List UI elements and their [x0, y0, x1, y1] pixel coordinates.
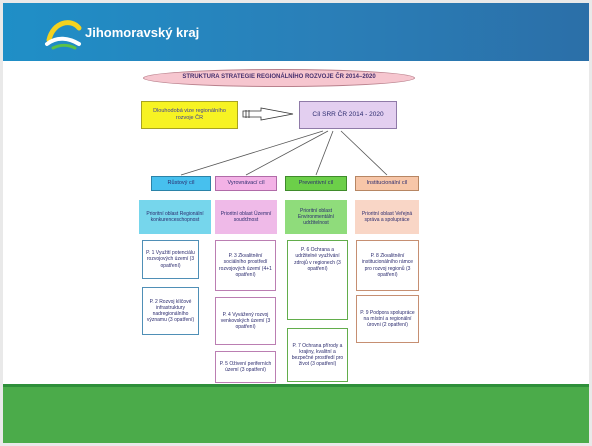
priority-3: P. 3 Zkvalitnění sociálního prostředí ro…: [215, 240, 276, 291]
goal-balance: Vyrovnávací cíl: [215, 176, 277, 191]
vision-box: Dlouhodobá vize regionálního rozvoje ČR: [141, 101, 238, 129]
priority-6: P. 6 Ochrana a udržitelné využívání zdro…: [287, 240, 348, 320]
header-title: Jihomoravský kraj: [85, 25, 200, 40]
priority-5: P. 5 Oživení periferních území (3 opatře…: [215, 351, 276, 383]
priority-9: P. 9 Podpora spolupráce na místní a regi…: [356, 295, 419, 343]
goal-institutional: Institucionální cíl: [355, 176, 419, 191]
main-goal-box: Cíl SRR ČR 2014 - 2020: [299, 101, 397, 129]
priority-area-cohesion: Prioritní oblast Územní soudržnost: [215, 200, 277, 234]
priority-area-administration: Prioritní oblast Veřejná správa a spolup…: [355, 200, 419, 234]
jmk-logo-icon: [45, 20, 82, 50]
goal-growth: Růstový cíl: [151, 176, 211, 191]
priority-1: P. 1 Využití potenciálu rozvojových územ…: [142, 240, 199, 279]
footer-bar: [3, 387, 589, 443]
diagram-connectors: [180, 107, 388, 176]
arrow-right-icon: [242, 107, 294, 121]
priority-8: P. 8 Zkvalitnění institucionálního rámce…: [356, 240, 419, 291]
priority-4: P. 4 Vyvážený rozvoj venkovských území (…: [215, 297, 276, 345]
header-bar: Jihomoravský kraj: [3, 3, 589, 61]
diagram-title: STRUKTURA STRATEGIE REGIONÁLNÍHO ROZVOJE…: [143, 69, 415, 87]
priority-7: P. 7 Ochrana přírody a krajiny, kvalitní…: [287, 328, 348, 382]
priority-2: P. 2 Rozvoj klíčové infrastruktury nadre…: [142, 287, 199, 335]
footer-divider: [3, 384, 589, 387]
slide: Jihomoravský kraj STRUKTURA STRATEGIE RE…: [3, 3, 589, 443]
priority-area-competitiveness: Prioritní oblast Regionální konkurencesc…: [139, 200, 211, 234]
priority-area-environment: Prioritní oblast Environmentální udržite…: [285, 200, 347, 234]
goal-preventive: Preventivní cíl: [285, 176, 347, 191]
